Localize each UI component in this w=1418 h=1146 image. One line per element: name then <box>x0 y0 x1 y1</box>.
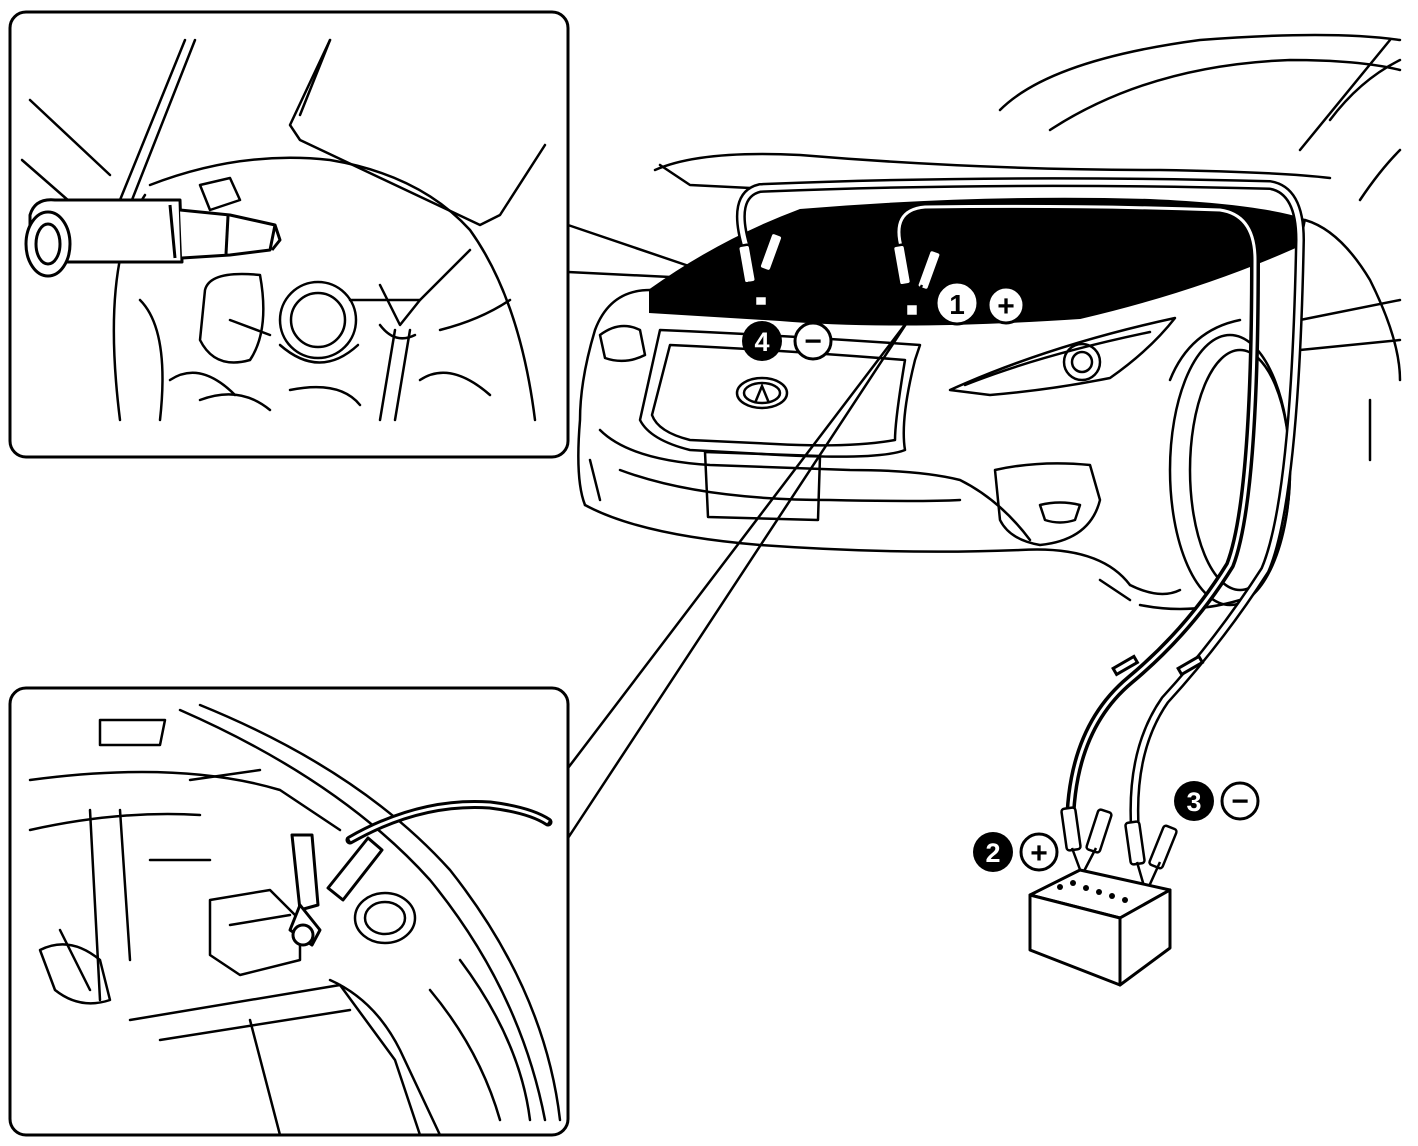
step-marker-2: 2 + <box>973 832 1059 872</box>
minus-circle-icon <box>1220 781 1260 821</box>
inset-ground-connection <box>8 10 570 459</box>
step-number-label: 2 <box>985 838 1000 868</box>
jumper-clamp-icon <box>737 231 1178 895</box>
inset-frame <box>8 686 570 1137</box>
license-plate <box>703 450 822 522</box>
polarity-label: + <box>997 290 1015 323</box>
step-marker-3: 3 − <box>1174 781 1260 821</box>
engine-bay <box>649 197 1307 326</box>
cable-tie <box>1111 654 1205 677</box>
polarity-label: − <box>804 325 822 358</box>
step-number-badge <box>1174 781 1214 821</box>
clamp-step-3 <box>1124 820 1178 895</box>
clamp-step-2 <box>1060 806 1113 877</box>
step-number-label: 4 <box>754 327 769 357</box>
battery-icon <box>1028 868 1172 987</box>
step-number-badge <box>973 832 1013 872</box>
inset-positive-pointer <box>566 317 912 839</box>
plus-circle-icon <box>1019 832 1059 872</box>
inset-engine-drawing <box>28 703 562 1137</box>
infiniti-emblem-icon <box>735 376 789 410</box>
jumper-clamp-icon <box>24 198 282 278</box>
inset-positive-connection <box>8 686 570 1137</box>
polarity-label: + <box>1030 837 1048 870</box>
minus-circle-icon <box>793 321 833 361</box>
step-number-badge <box>742 321 782 361</box>
step-number-label: 1 <box>949 289 965 320</box>
step-number-label: 3 <box>1186 787 1201 817</box>
cable-negative <box>735 177 1305 835</box>
plus-circle-icon <box>986 285 1026 325</box>
step-marker-4: 4 − <box>742 321 833 361</box>
step-number-badge <box>934 280 980 326</box>
vehicle-front-view <box>577 33 1402 611</box>
clamp-step-1 <box>891 243 942 318</box>
polarity-label: − <box>1231 785 1249 818</box>
inset-frame <box>8 10 570 459</box>
step-marker-1: 1 + <box>934 280 1026 326</box>
cable-positive <box>893 201 1260 835</box>
clamp-step-4 <box>737 231 784 308</box>
jumper-clamp-icon <box>288 833 384 947</box>
